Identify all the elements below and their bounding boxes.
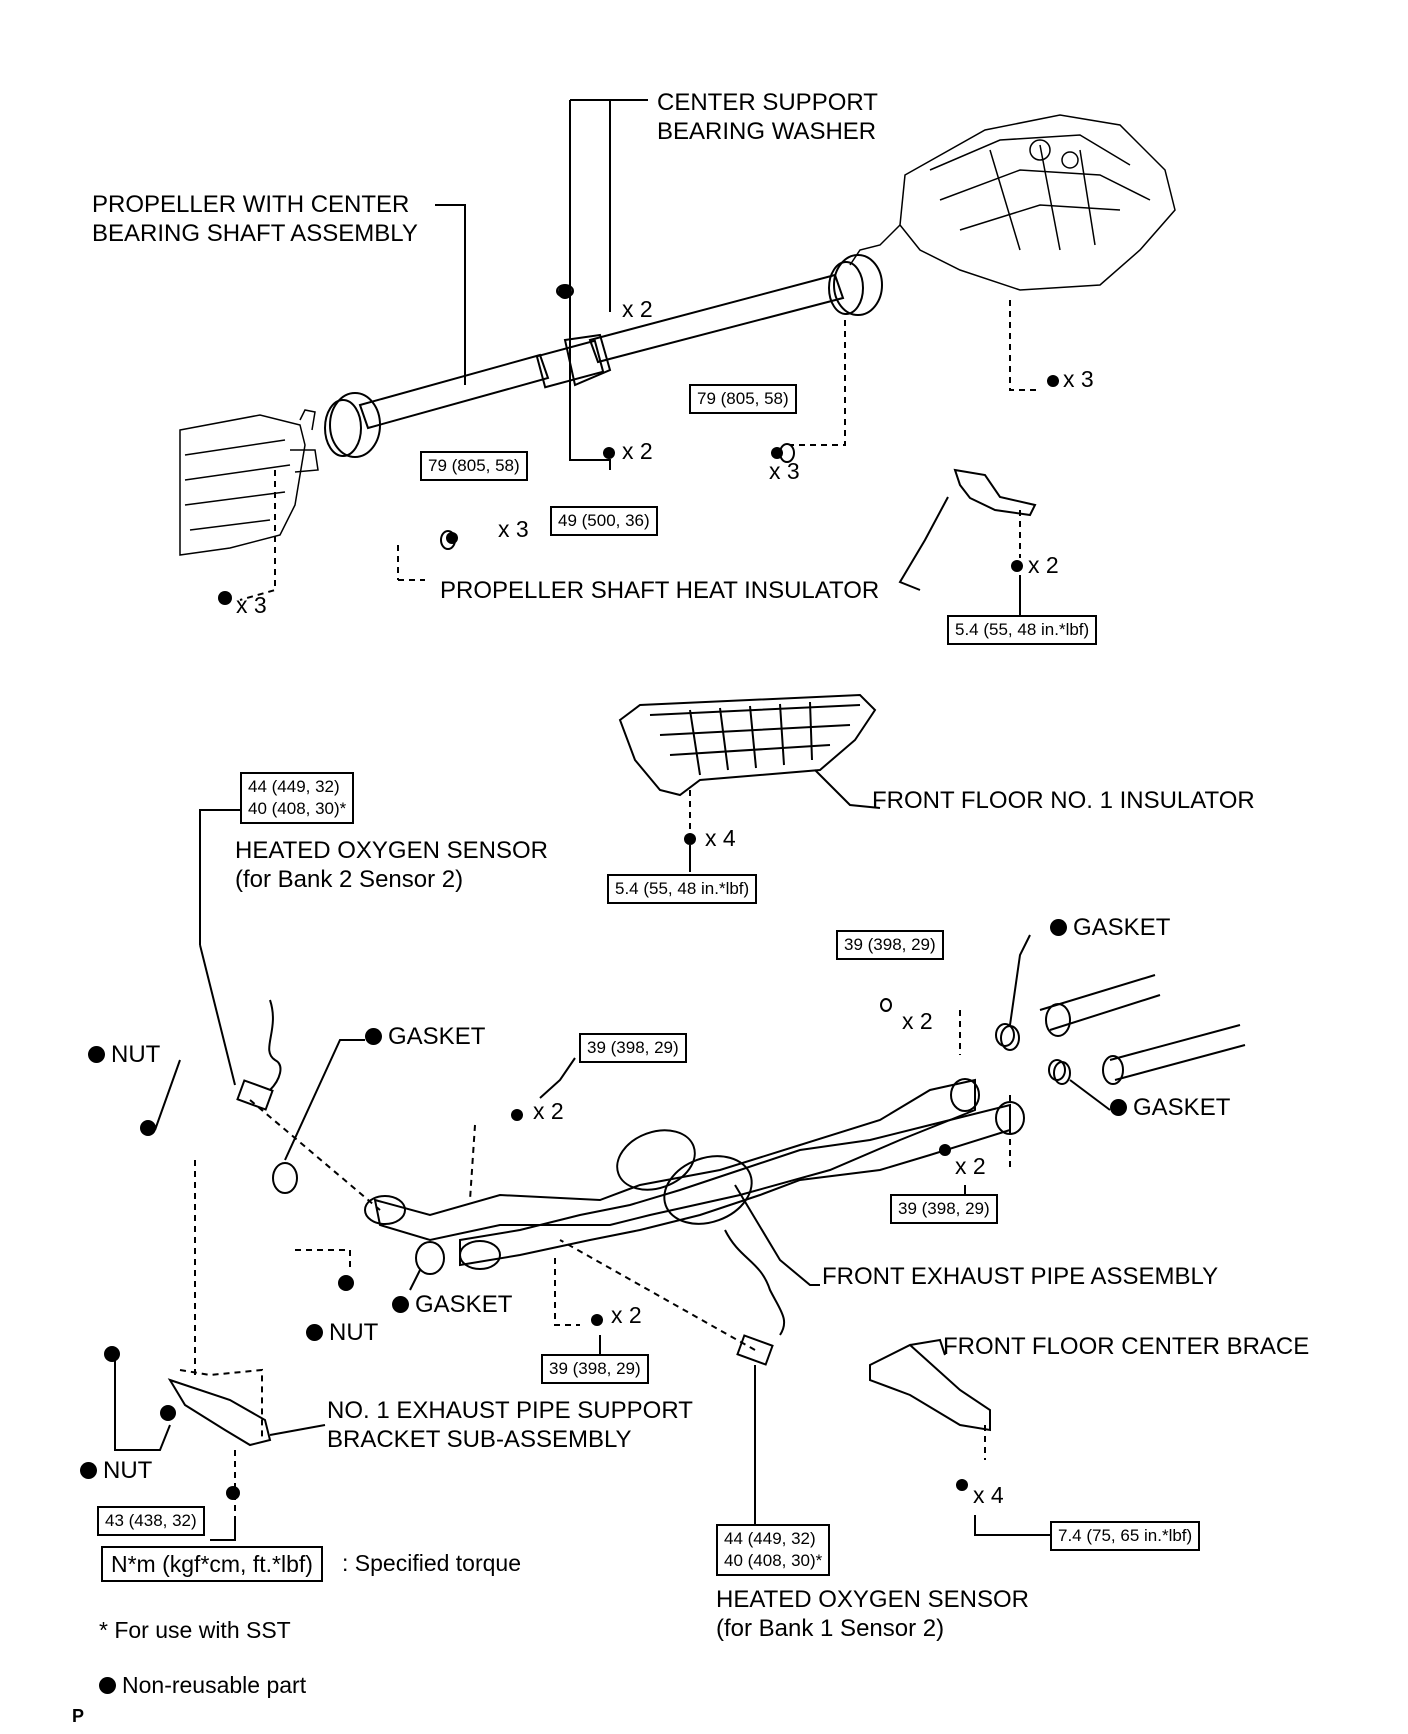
label-line: BEARING WASHER: [657, 118, 877, 145]
label-line: HEATED OXYGEN SENSOR: [716, 1586, 1029, 1613]
legend-sst-note: * For use with SST: [99, 1617, 291, 1643]
non-reusable-dot-icon: [88, 1046, 105, 1063]
label-line: (for Bank 1 Sensor 2): [716, 1615, 945, 1642]
torque-line-sst: 40 (408, 30)*: [724, 1551, 823, 1570]
qty-bolt-rear: x 3: [498, 516, 529, 542]
torque-box-center-support: 49 (500, 36): [550, 506, 658, 536]
qty-nut-front: x 3: [1063, 366, 1094, 392]
torque-line: 44 (449, 32): [724, 1529, 816, 1548]
oxygen-sensor-drawing: [199, 809, 786, 1530]
non-reusable-dot-icon: [1110, 1099, 1127, 1116]
oxygen-sensor-bank2-label: HEATED OXYGEN SENSOR (for Bank 2 Sensor …: [235, 836, 548, 894]
non-reusable-dot-icon: [392, 1296, 409, 1313]
non-reusable-dot-icon: [99, 1677, 116, 1694]
torque-box-front-flange-upper: 39 (398, 29): [836, 930, 944, 960]
floor-insulator-drawing: [618, 693, 881, 872]
legend-torque-caption: : Specified torque: [342, 1550, 522, 1576]
support-bracket-drawing: [114, 1160, 351, 1541]
gasket-label-left-lower: GASKET: [392, 1290, 512, 1319]
exhaust-pipe-drawing: [364, 1078, 1025, 1270]
qty-bolt-front: x 3: [769, 458, 800, 484]
front-exhaust-pipe-label: FRONT EXHAUST PIPE ASSEMBLY: [822, 1263, 1219, 1290]
transmission-sketch: [179, 409, 319, 556]
label-line: BEARING SHAFT ASSEMBLY: [92, 220, 418, 247]
label-line: HEATED OXYGEN SENSOR: [235, 837, 548, 864]
non-reusable-dot-icon: [80, 1462, 97, 1479]
qty-nut-rear: x 3: [236, 592, 267, 618]
qty-brace-bolt: x 4: [973, 1482, 1004, 1508]
gasket-label-front-upper: GASKET: [1050, 913, 1170, 942]
gaskets-drawing: [154, 934, 1111, 1291]
qty-front-upper-bolt: x 2: [902, 1008, 933, 1034]
page-marker: P: [72, 1706, 85, 1726]
leader-lines-bottom: [469, 1010, 1011, 1365]
torque-line: 44 (449, 32): [248, 777, 340, 796]
label-line: (for Bank 2 Sensor 2): [235, 866, 464, 893]
torque-box-center-brace: 7.4 (75, 65 in.*lbf): [1050, 1521, 1201, 1551]
front-floor-insulator-label: FRONT FLOOR NO. 1 INSULATOR: [872, 787, 1255, 814]
torque-box-propeller-insulator: 5.4 (55, 48 in.*lbf): [947, 615, 1098, 645]
propeller-insulator-drawing: [953, 468, 1037, 517]
torque-line-sst: 40 (408, 30)*: [248, 799, 347, 818]
label-text: NUT: [111, 1041, 161, 1068]
label-text: GASKET: [388, 1023, 486, 1050]
non-reusable-dot-icon: [1050, 919, 1067, 936]
torque-box-front-flange: 79 (805, 58): [689, 384, 797, 414]
engine-sketch: [849, 114, 1176, 291]
nut-label-bracket: NUT: [80, 1456, 152, 1485]
support-bracket-label: NO. 1 EXHAUST PIPE SUPPORT BRACKET SUB-A…: [327, 1396, 693, 1454]
nut-label-left-upper: NUT: [88, 1040, 160, 1069]
front-floor-center-brace-label: FRONT FLOOR CENTER BRACE: [943, 1333, 1310, 1360]
qty-manifold-bank1-bolt: x 2: [611, 1302, 642, 1328]
gasket-label-left-upper: GASKET: [365, 1022, 485, 1051]
oxygen-sensor-bank1-label: HEATED OXYGEN SENSOR (for Bank 1 Sensor …: [716, 1585, 1029, 1643]
legend-torque-unit: N*m (kgf*cm, ft.*lbf): [101, 1546, 323, 1582]
torque-box-floor-insulator: 5.4 (55, 48 in.*lbf): [607, 874, 758, 904]
torque-box-support-bracket: 43 (438, 32): [97, 1506, 205, 1536]
qty-front-lower-bolt: x 2: [955, 1153, 986, 1179]
torque-box-manifold-bank2: 39 (398, 29): [579, 1033, 687, 1063]
leader-lines-top: [239, 99, 1040, 615]
label-line: NO. 1 EXHAUST PIPE SUPPORT: [327, 1397, 693, 1424]
label-line: CENTER SUPPORT: [657, 89, 878, 116]
label-text: GASKET: [1133, 1094, 1231, 1121]
qty-floor-insulator: x 4: [705, 825, 736, 851]
legend-text: Non-reusable part: [122, 1672, 307, 1698]
qty-insulator-bolt: x 2: [1028, 552, 1059, 578]
non-reusable-dot-icon: [365, 1028, 382, 1045]
qty-manifold-bank2-bolt: x 2: [533, 1098, 564, 1124]
propeller-heat-insulator-label: PROPELLER SHAFT HEAT INSULATOR: [440, 577, 880, 604]
label-line: PROPELLER WITH CENTER: [92, 191, 410, 218]
propeller-shaft-label: PROPELLER WITH CENTER BEARING SHAFT ASSE…: [92, 190, 418, 248]
nut-label-center: NUT: [306, 1318, 378, 1347]
torque-box-manifold-bank1: 39 (398, 29): [541, 1354, 649, 1384]
legend-non-reusable: Non-reusable part: [99, 1672, 306, 1699]
label-text: GASKET: [1073, 914, 1171, 941]
torque-box-rear-flange: 79 (805, 58): [420, 451, 528, 481]
downstream-pipes-drawing: [995, 974, 1246, 1085]
qty-washer: x 2: [622, 296, 653, 322]
center-support-washer-label: CENTER SUPPORT BEARING WASHER: [657, 88, 878, 146]
label-text: GASKET: [415, 1291, 513, 1318]
torque-box-oxygen-sensor-bank1: 44 (449, 32) 40 (408, 30)*: [716, 1524, 831, 1576]
label-text: NUT: [329, 1319, 379, 1346]
torque-box-front-flange-lower: 39 (398, 29): [890, 1194, 998, 1224]
gasket-label-front-lower: GASKET: [1110, 1093, 1230, 1122]
qty-bolt-center: x 2: [622, 438, 653, 464]
label-text: NUT: [103, 1457, 153, 1484]
propeller-shaft-drawing: [324, 254, 883, 458]
non-reusable-dot-icon: [306, 1324, 323, 1341]
center-brace-drawing: [869, 1338, 1060, 1536]
label-line: BRACKET SUB-ASSEMBLY: [327, 1426, 632, 1453]
washer-markers: [440, 284, 892, 1012]
torque-box-oxygen-sensor-bank2: 44 (449, 32) 40 (408, 30)*: [240, 772, 355, 824]
